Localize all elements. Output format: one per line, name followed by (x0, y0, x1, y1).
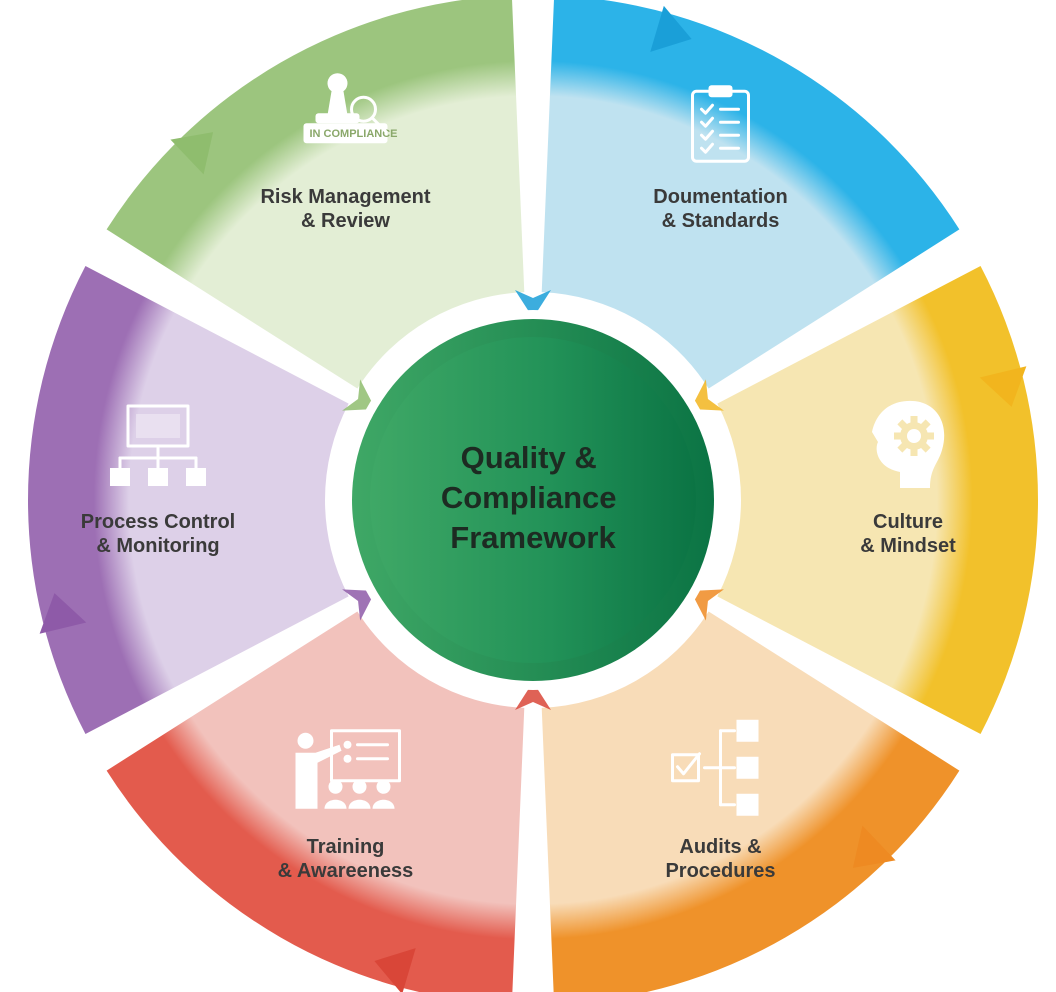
inward-arrow-process (342, 589, 376, 621)
segment-documentation (541, 0, 960, 389)
segment-label-risk: Risk Management& Review (260, 186, 430, 232)
inward-arrow-training (515, 682, 551, 710)
segment-label-line: Doumentation (653, 186, 787, 208)
segment-label-line: Procedures (665, 860, 775, 882)
segment-label-line: Training (307, 836, 385, 858)
segment-label-line: & Review (301, 210, 390, 232)
inward-arrow-risk (342, 379, 376, 411)
segment-process (28, 266, 349, 734)
cycle-arrow-risk (170, 132, 214, 175)
segment-label-documentation: Doumentation& Standards (653, 186, 787, 232)
cycle-arrow-process (39, 593, 87, 634)
inward-arrow-culture (690, 379, 724, 411)
segment-culture (717, 266, 1039, 734)
segment-label-line: & Mindset (860, 535, 956, 557)
segment-label-training: Training& Awareeness (278, 836, 414, 882)
cycle-arrow-culture (979, 366, 1027, 407)
segment-label-process: Process Control& Monitoring (81, 511, 235, 557)
segment-label-culture: Culture& Mindset (860, 511, 956, 557)
head-gear-icon (872, 400, 945, 488)
segment-label-line: Process Control (81, 511, 235, 533)
inward-arrow-documentation (515, 290, 551, 318)
center-title-line-1: Quality & (461, 440, 597, 475)
compliance-stamp-icon: IN COMPLIANCE (303, 73, 398, 144)
segment-risk (106, 0, 525, 389)
segment-label-line: Audits & (679, 836, 761, 858)
checkbox-hierarchy-icon (671, 719, 759, 816)
center-hub-inner-circle (370, 337, 696, 663)
stamp-text: IN COMPLIANCE (310, 128, 398, 140)
presenter-audience-icon (295, 729, 401, 809)
segment-label-line: & Monitoring (96, 535, 219, 557)
outer-arrows-layer (39, 5, 1027, 992)
clipboard-checklist-icon (691, 85, 750, 163)
icons-layer: IN COMPLIANCE (110, 73, 945, 816)
cycle-arrow-documentation (650, 5, 692, 52)
cycle-arrow-training (374, 948, 416, 992)
segment-label-audits: Audits &Procedures (665, 836, 775, 882)
segment-label-line: & Awareeness (278, 860, 414, 882)
inward-arrow-audits (690, 589, 724, 621)
cycle-arrow-audits (852, 825, 896, 868)
segment-label-line: & Standards (662, 210, 780, 232)
segment-label-line: Risk Management (260, 186, 430, 208)
segment-label-line: Culture (873, 511, 943, 533)
monitor-network-icon (110, 404, 206, 486)
center-title-line-2: Compliance (441, 480, 617, 515)
inner-arrows-layer (342, 290, 724, 710)
center-hub: Quality & Compliance Framework (343, 310, 723, 690)
center-title-line-3: Framework (450, 520, 616, 555)
center-title: Quality & Compliance Framework (441, 440, 625, 555)
